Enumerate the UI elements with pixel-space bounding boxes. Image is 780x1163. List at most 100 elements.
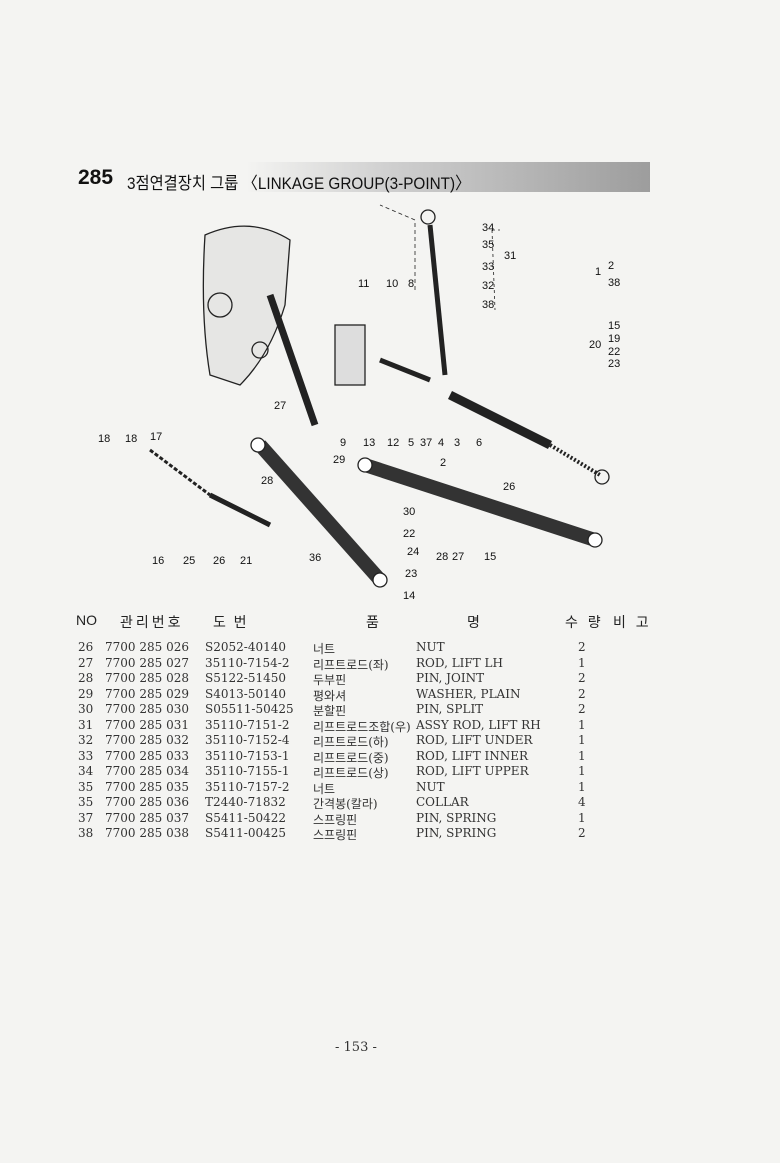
drawing-number: S4013-50140	[205, 686, 286, 701]
drawing-number: 35110-7153-1	[205, 748, 290, 763]
group-number: 285	[78, 166, 114, 189]
callout: 18	[98, 433, 110, 445]
quantity: 4	[578, 795, 586, 809]
header-remark: 비 고	[613, 614, 652, 630]
callout: 1	[595, 266, 601, 278]
top-link	[447, 390, 553, 450]
callout: 23	[608, 358, 620, 370]
group-title: 3점연결장치 그룹 〈LINKAGE GROUP(3-POINT)〉	[127, 174, 471, 193]
mgmt-number: 7700 285 029	[105, 686, 189, 701]
table-row: 37 7700 285 037 S5411-50422 스프링핀 PIN, SPRING…	[0, 810, 780, 827]
mgmt-number: 7700 285 033	[105, 748, 189, 763]
mgmt-number: 7700 285 028	[105, 671, 189, 685]
parts-diagram: 34 35 31 33 32 38 11 10 8 1 2 38 15 19 2…	[98, 204, 620, 602]
upper-lift-rod	[427, 224, 448, 376]
callout: 20	[589, 339, 601, 351]
name-kr: 두부핀	[313, 673, 347, 687]
item-no: 35	[78, 795, 94, 809]
item-no: 30	[78, 702, 94, 716]
item-no: 27	[78, 655, 94, 670]
quantity: 1	[578, 810, 586, 825]
item-no: 31	[78, 717, 94, 732]
drawing-number: 35110-7152-4	[205, 733, 290, 747]
callout: 13	[363, 437, 375, 449]
mgmt-number: 7700 285 027	[105, 655, 189, 670]
callout: 38	[482, 299, 494, 311]
mgmt-number: 7700 285 037	[105, 810, 189, 825]
callout: 18	[125, 433, 137, 445]
name-en: PIN, SPLIT	[416, 702, 484, 716]
callout: 23	[405, 568, 417, 580]
name-kr: 평와셔	[313, 688, 347, 703]
quantity: 1	[578, 748, 586, 763]
item-no: 35	[78, 779, 94, 794]
header-mgmt-number: 관리번호	[120, 614, 184, 630]
mgmt-number: 7700 285 032	[105, 733, 189, 747]
item-no: 37	[78, 810, 94, 825]
table-row: 28 7700 285 028 S5122-51450 두부핀 PIN, JOINT 2	[0, 671, 780, 687]
callout: 34	[482, 222, 494, 234]
quantity: 2	[578, 826, 586, 840]
item-no: 28	[78, 671, 94, 685]
name-kr: 리프트로드(중)	[313, 750, 389, 765]
name-en: ROD, LIFT UNDER	[416, 733, 533, 747]
header-name-kr: 품	[366, 614, 379, 630]
name-en: PIN, JOINT	[416, 671, 485, 685]
callout: 30	[403, 506, 415, 518]
callout: 31	[504, 250, 516, 262]
mgmt-number: 7700 285 026	[105, 640, 189, 654]
callout: 12	[387, 437, 399, 449]
callout: 29	[333, 454, 345, 466]
name-en: PIN, SPRING	[416, 810, 497, 825]
quantity: 2	[578, 671, 586, 685]
callout: 21	[240, 555, 252, 567]
name-kr: 스프링핀	[313, 828, 358, 842]
callout: 2	[608, 260, 614, 272]
header-drawing-number: 도 번	[213, 614, 247, 630]
callout: 22	[608, 346, 620, 358]
quantity: 1	[578, 655, 586, 670]
callout: 10	[386, 278, 398, 290]
drawing-number: S5411-50422	[205, 810, 286, 825]
item-no: 34	[78, 764, 94, 778]
lift-rod-left	[266, 293, 319, 427]
callout: 28	[261, 475, 273, 487]
callout-labels: 34 35 31 33 32 38 11 10 8 1 2 38 15 19 2…	[98, 222, 620, 602]
callout: 37	[420, 437, 432, 449]
callout: 32	[482, 280, 494, 292]
callout: 14	[403, 590, 415, 602]
name-en: PIN, SPRING	[416, 826, 497, 840]
header-no: NO	[76, 612, 97, 628]
name-en: COLLAR	[416, 795, 469, 809]
drawing-number: S5122-51450	[205, 671, 286, 685]
drawing-number: 35110-7154-2	[205, 655, 290, 670]
name-kr: 너트	[313, 642, 336, 656]
name-kr: 너트	[313, 781, 336, 796]
drawing-number: S05511-50425	[205, 702, 294, 716]
callout: 26	[503, 481, 515, 493]
lower-link-left	[254, 440, 386, 585]
callout: 15	[484, 551, 496, 563]
callout: 4	[438, 437, 444, 449]
mgmt-number: 7700 285 031	[105, 717, 189, 732]
item-no: 29	[78, 686, 94, 701]
title-bar	[72, 162, 650, 192]
quantity: 1	[578, 779, 586, 794]
name-kr: 간격봉(칼라)	[313, 797, 378, 811]
quantity: 1	[578, 764, 586, 778]
drawing-number: 35110-7151-2	[205, 717, 290, 732]
callout: 35	[482, 239, 494, 251]
name-en: NUT	[416, 640, 445, 654]
callout: 16	[152, 555, 164, 567]
name-en: ASSY ROD, LIFT RH	[416, 717, 541, 732]
item-no: 32	[78, 733, 94, 747]
callout: 3	[454, 437, 460, 449]
callout: 27	[452, 551, 464, 563]
name-kr: 스프링핀	[313, 812, 358, 827]
callout: 24	[407, 546, 419, 558]
header-name-en: 명	[467, 614, 480, 630]
